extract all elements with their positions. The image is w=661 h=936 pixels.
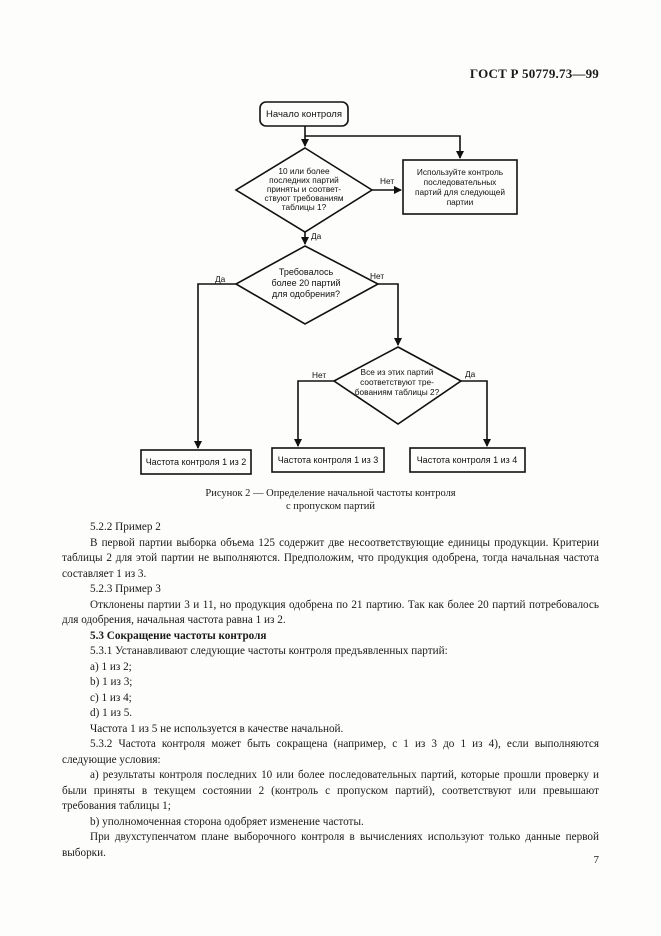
note-text: Частота 1 из 5 не используется в качеств… xyxy=(90,722,344,735)
yes-label-2: Да xyxy=(215,274,226,284)
decision-2 xyxy=(234,245,380,325)
svg-text:последовательных: последовательных xyxy=(424,177,497,187)
svg-text:для одобрения?: для одобрения? xyxy=(272,289,340,299)
svg-text:приняты и соответ-: приняты и соответ- xyxy=(267,184,341,194)
output-label-2: Частота контроля 1 из 3 xyxy=(278,455,379,465)
svg-text:партий для следующей: партий для следующей xyxy=(415,187,505,197)
condition-a: а) результаты контроля последних 10 или … xyxy=(62,769,599,812)
decision-1-text: 10 или более последних партий приняты и … xyxy=(264,166,343,212)
svg-text:10 или более: 10 или более xyxy=(278,166,330,176)
list-item-d: d) 1 из 5. xyxy=(90,707,133,719)
svg-text:последних партий: последних партий xyxy=(269,175,339,185)
side-box-text: Используйте контроль последовательных па… xyxy=(415,167,505,207)
list-item-c: c) 1 из 4; xyxy=(90,691,132,704)
section-5-3-2-text: 5.3.2 Частота контроля может быть сокращ… xyxy=(62,738,599,766)
body-text: 5.2.2 Пример 2 В первой партии выборка о… xyxy=(62,520,599,861)
yes-label-3: Да xyxy=(465,369,476,379)
section-5-3-1-text: 5.3.1 Устанавливают следующие частоты ко… xyxy=(90,645,448,657)
output-label-1: Частота контроля 1 из 2 xyxy=(146,457,247,467)
decision-3 xyxy=(332,346,463,425)
svg-text:соответствуют тре-: соответствуют тре- xyxy=(360,377,434,387)
final-paragraph: При двухступенчатом плане выборочного ко… xyxy=(62,831,599,859)
no-label-3: Нет xyxy=(312,370,326,380)
section-5-3-title: 5.3 Сокращение частоты контроля xyxy=(90,629,267,642)
output-label-3: Частота контроля 1 из 4 xyxy=(417,455,518,465)
svg-text:Все из этих партий: Все из этих партий xyxy=(361,367,434,377)
svg-text:ствуют требованиям: ствуют требованиям xyxy=(264,193,343,203)
yes-label-1: Да xyxy=(311,231,322,241)
svg-text:Используйте контроль: Используйте контроль xyxy=(417,167,503,177)
condition-b: b) уполномоченная сторона одобряет измен… xyxy=(90,815,364,828)
no-label-1: Нет xyxy=(380,176,394,186)
output-box-1 xyxy=(140,449,252,475)
output-box-2 xyxy=(271,447,385,473)
section-5-2-2-text: В первой партии выборка объема 125 содер… xyxy=(62,536,599,580)
side-box xyxy=(402,159,518,215)
svg-text:партии: партии xyxy=(447,197,474,207)
svg-text:таблицы 1?: таблицы 1? xyxy=(282,202,327,212)
page-number: 7 xyxy=(593,854,600,866)
section-5-2-2-title: 5.2.2 Пример 2 xyxy=(90,521,161,533)
decision-2-text: Требовалось более 20 партий для одобрени… xyxy=(271,267,340,299)
start-label: Начало контроля xyxy=(266,109,342,120)
list-item-a: а) 1 из 2; xyxy=(90,660,132,673)
section-5-2-3-title: 5.2.3 Пример 3 xyxy=(90,583,161,595)
decision-3-text: Все из этих партий соответствуют тре- бо… xyxy=(355,367,440,397)
figure-caption: Рисунок 2 — Определение начальной частот… xyxy=(205,488,456,512)
flowchart: Начало контроля 10 или более последних п… xyxy=(140,101,526,475)
list-item-b: b) 1 из 3; xyxy=(90,676,133,688)
section-5-2-3-text: Отклонены партии 3 и 11, но продукция од… xyxy=(62,598,599,627)
svg-text:Требовалось: Требовалось xyxy=(279,267,334,277)
standard-header: ГОСТ Р 50779.73—99 xyxy=(469,66,599,81)
output-box-3 xyxy=(409,447,526,473)
start-box xyxy=(259,101,349,127)
no-label-2: Нет xyxy=(370,271,384,281)
svg-text:бованиям таблицы 2?: бованиям таблицы 2? xyxy=(355,387,440,397)
svg-text:более 20 партий: более 20 партий xyxy=(271,278,340,288)
